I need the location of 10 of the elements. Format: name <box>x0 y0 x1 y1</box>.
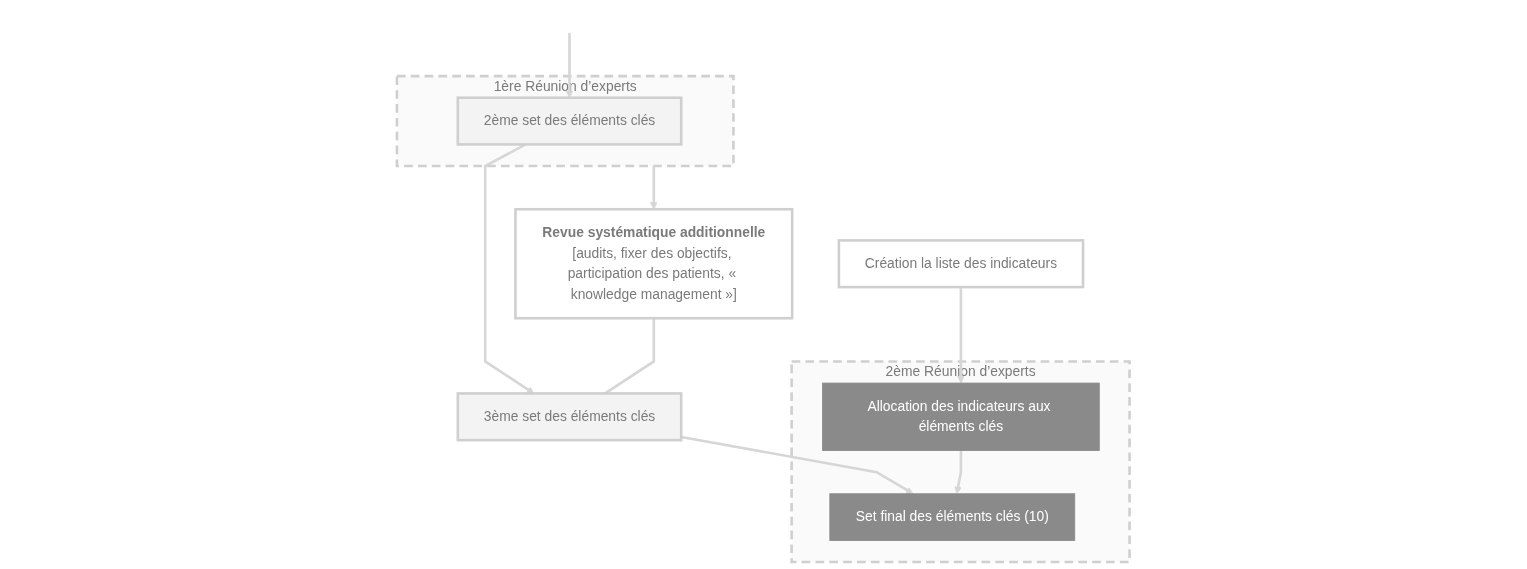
node-box: Set final des éléments clés (10) <box>829 493 1076 541</box>
arrow <box>954 450 963 495</box>
node-box: 3ème set des éléments clés <box>456 392 683 442</box>
node-box: Revue systématique additionnelle [audits, fixer des objectifs, participation des patients, « knowledge management »] <box>514 207 794 320</box>
arrow <box>681 435 914 495</box>
node-box: Création la liste des indicateurs <box>837 239 1085 289</box>
node-box: 2ème set des éléments clés <box>456 96 683 146</box>
arrow <box>650 166 658 210</box>
arrow <box>957 287 965 384</box>
node-box: Allocation des indicateurs aux éléments clés <box>822 382 1100 451</box>
